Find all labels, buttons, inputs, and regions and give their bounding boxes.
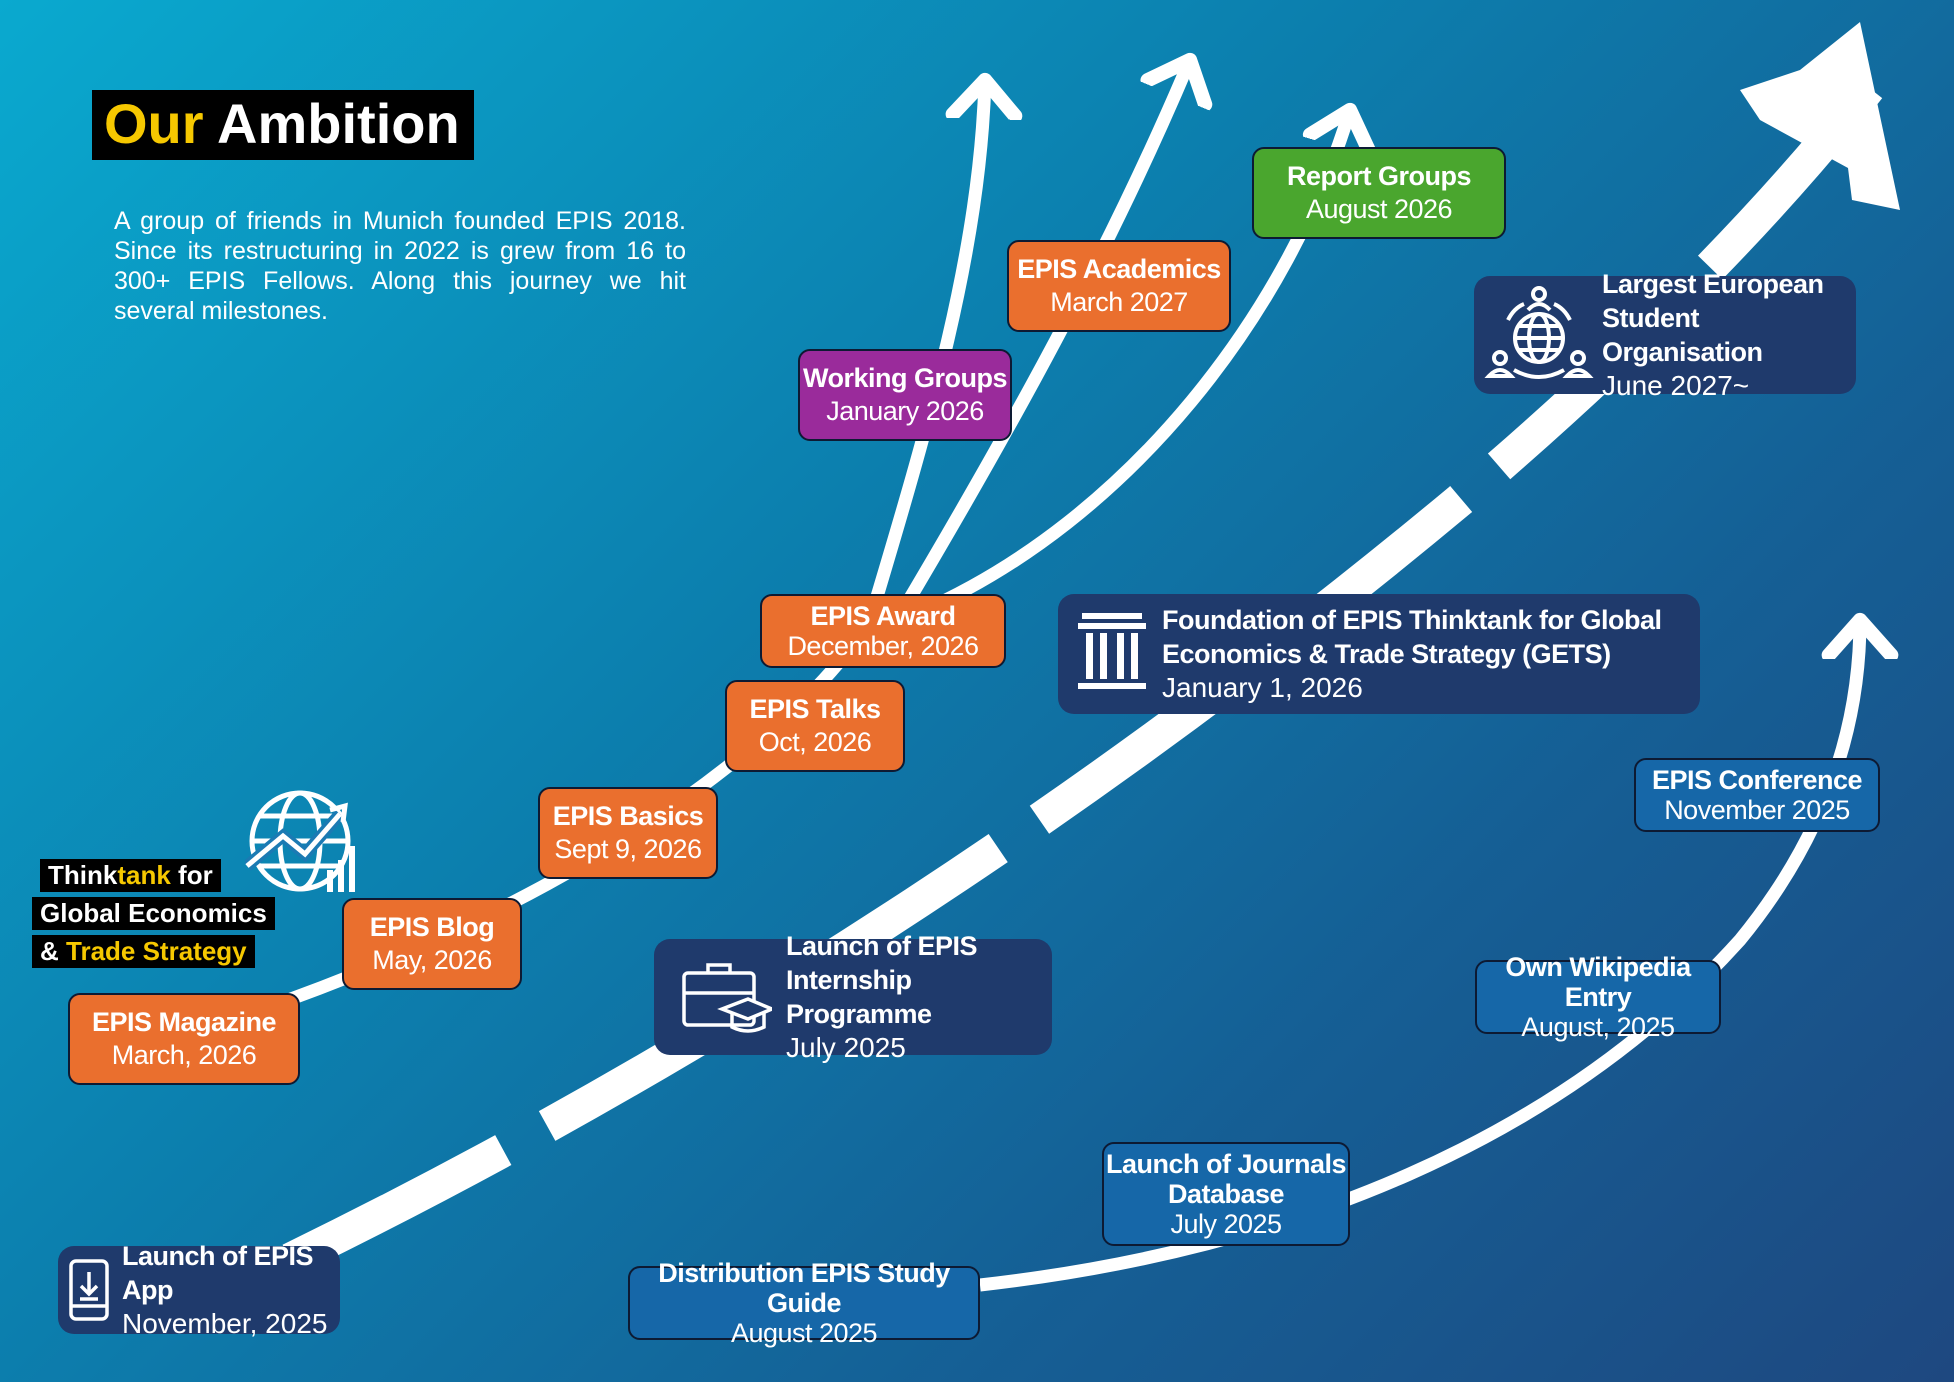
milestone-title: Working Groups	[802, 363, 1008, 393]
community-globe-icon	[1484, 286, 1594, 379]
milestone-title: Distribution EPIS Study Guide	[658, 1258, 950, 1318]
milestone-title: EPIS Talks	[749, 694, 881, 724]
milestone-date: January 2026	[826, 396, 984, 426]
thinktank-trade: Trade Strategy	[66, 936, 247, 966]
milestone-title-2: Internship Programme	[786, 965, 932, 1029]
main-arrow-head	[1740, 22, 1900, 210]
milestone-date: Oct, 2026	[758, 727, 872, 757]
milestone-date: March 2027	[1050, 287, 1188, 317]
milestone-date: August, 2025	[1521, 1012, 1675, 1042]
milestone-title: EPIS Conference	[1651, 765, 1863, 795]
milestone-internship: Launch of EPIS Internship Programme July…	[654, 931, 1052, 1063]
milestone-magazine: EPIS Magazine March, 2026	[68, 993, 300, 1085]
milestone-date: July 2025	[786, 1032, 906, 1063]
milestone-journals: Launch of Journals Database July 2025	[1102, 1142, 1350, 1246]
milestone-title-1: Foundation of EPIS Thinktank for Global	[1162, 605, 1662, 635]
milestone-title: EPIS Basics	[552, 801, 704, 831]
milestone-title-2: Student Organisation	[1602, 303, 1763, 367]
milestone-largest-european: Largest European Student Organisation Ju…	[1474, 269, 1856, 401]
branch-working-groups	[863, 80, 985, 622]
milestone-title: EPIS Academics	[1017, 254, 1221, 284]
milestone-date: June 2027~	[1602, 370, 1750, 401]
milestone-title-1: Launch of Journals	[1105, 1149, 1347, 1179]
page-title: Our Ambition	[92, 90, 474, 160]
briefcase-graduation-icon	[682, 963, 772, 1033]
milestone-blog: EPIS Blog May, 2026	[342, 898, 522, 990]
thinktank-line2: Global Economics	[32, 897, 275, 930]
title-accent: Our	[104, 92, 204, 155]
milestone-title: EPIS Blog	[369, 912, 495, 942]
milestone-date: August 2026	[1305, 194, 1453, 224]
intro-text: A group of friends in Munich founded EPI…	[114, 207, 686, 325]
milestone-date: November 2025	[1664, 795, 1850, 825]
milestone-date: March, 2026	[111, 1040, 257, 1070]
milestone-title-2: Database	[1167, 1179, 1285, 1209]
milestone-award: EPIS Award December, 2026	[760, 594, 1006, 668]
milestone-title-1: Launch of EPIS	[786, 931, 978, 961]
milestone-title: Own Wikipedia Entry	[1505, 952, 1691, 1012]
milestone-title-1: Largest European	[1602, 269, 1824, 299]
milestone-conference: EPIS Conference November 2025	[1634, 758, 1880, 832]
globe-chart-icon	[245, 790, 355, 892]
milestone-talks: EPIS Talks Oct, 2026	[725, 680, 905, 772]
milestone-title: EPIS Magazine	[91, 1007, 277, 1037]
thinktank-for: for	[170, 860, 213, 890]
milestone-working-groups: Working Groups January 2026	[798, 349, 1012, 441]
milestone-title: Launch of EPIS App	[122, 1241, 314, 1305]
branch-academics	[894, 60, 1190, 619]
milestone-academics: EPIS Academics March 2027	[1007, 240, 1231, 332]
thinktank-amp: &	[40, 936, 66, 966]
milestone-date: December, 2026	[787, 631, 979, 661]
milestone-report-groups: Report Groups August 2026	[1252, 147, 1506, 239]
mobile-download-icon	[69, 1259, 109, 1321]
thinktank-think: Think	[48, 860, 118, 890]
milestone-date: July 2025	[1170, 1209, 1282, 1239]
milestone-wikipedia: Own Wikipedia Entry August, 2025	[1475, 952, 1721, 1042]
milestone-date: Sept 9, 2026	[554, 834, 702, 864]
milestone-basics: EPIS Basics Sept 9, 2026	[538, 787, 718, 879]
milestone-date: November, 2025	[122, 1308, 328, 1339]
milestone-date: January 1, 2026	[1162, 672, 1363, 703]
thinktank-label: Thinktank for Global Economics & Trade S…	[32, 859, 275, 968]
milestone-gets-foundation: Foundation of EPIS Thinktank for Global …	[1058, 594, 1700, 714]
title-main: Ambition	[217, 92, 460, 155]
institution-icon	[1078, 613, 1146, 689]
milestone-title: EPIS Award	[810, 601, 956, 631]
milestone-title-2: Economics & Trade Strategy (GETS)	[1162, 639, 1611, 669]
milestone-date: May, 2026	[372, 945, 492, 975]
milestone-app: Launch of EPIS App November, 2025	[58, 1241, 340, 1339]
milestone-date: August 2025	[730, 1318, 878, 1348]
thinktank-tank: tank	[117, 860, 171, 890]
milestone-study-guide: Distribution EPIS Study Guide August 202…	[628, 1258, 980, 1348]
milestone-title: Report Groups	[1286, 161, 1472, 191]
